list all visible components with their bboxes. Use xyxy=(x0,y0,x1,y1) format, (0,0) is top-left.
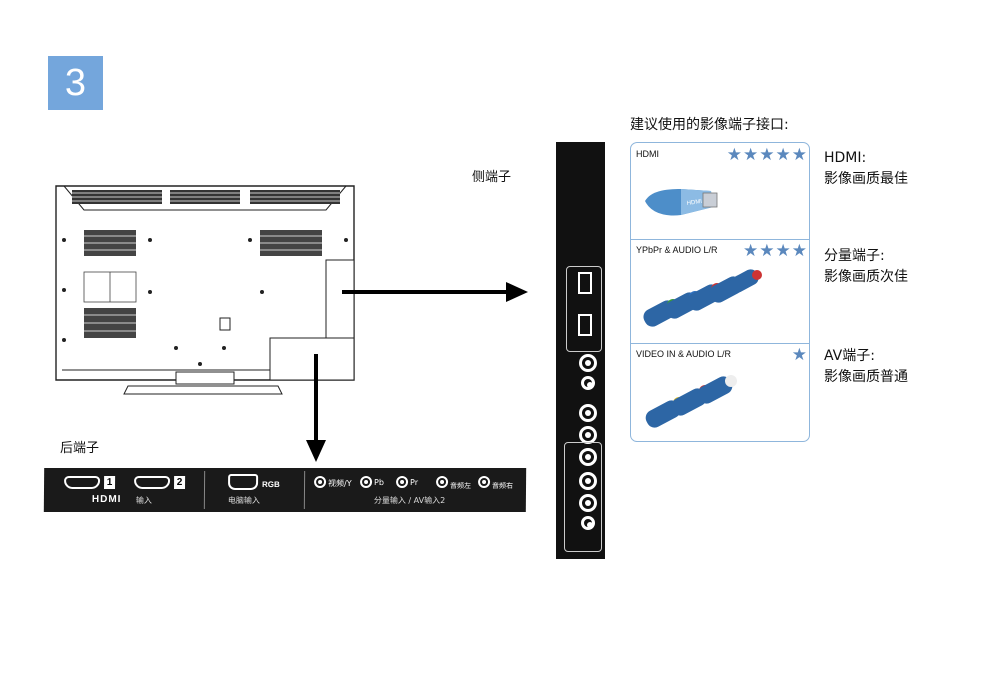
connector-name: VIDEO IN & AUDIO L/R xyxy=(636,349,732,359)
connector-name: HDMI xyxy=(636,149,659,159)
side-jack-headphone xyxy=(581,376,595,390)
hdmi-logo: HDMI xyxy=(91,494,122,505)
quality-component-title: 分量端子: xyxy=(824,248,885,264)
rgb-port xyxy=(228,474,259,490)
star-icon: ★ xyxy=(791,145,807,165)
hdmi-port-2-number: 2 xyxy=(174,476,186,489)
audio-left-label: 音频左 xyxy=(450,482,472,490)
star-icon: ★ xyxy=(775,145,791,165)
connector-row-ypbpr: YPbPr & AUDIO L/R ★ ★ ★ ★ xyxy=(631,239,809,344)
connector-row-hdmi: HDMI ★ ★ ★ ★ ★ HDMI xyxy=(631,143,809,240)
pb-label: Pb xyxy=(374,478,385,487)
star-icon: ★ xyxy=(775,241,791,261)
video-y-label: 视频/Y xyxy=(328,479,352,488)
pr-jack xyxy=(396,476,409,488)
tv-rear-illustration xyxy=(55,185,355,395)
star-icon: ★ xyxy=(759,241,775,261)
audio-right-label: 音频右 xyxy=(492,482,514,490)
rca-cable-composite-icon xyxy=(645,375,737,428)
rating-stars: ★ xyxy=(792,347,807,364)
arrow-to-side-ports xyxy=(342,282,528,302)
rca-cable-component-icon xyxy=(643,269,762,327)
star-icon: ★ xyxy=(759,145,775,165)
arrow-to-rear-ports xyxy=(306,354,326,462)
quality-av: AV端子: 影像画质普通 xyxy=(824,346,908,388)
component-av-input-label: 分量输入 / AV输入2 xyxy=(373,496,446,505)
side-jack-3 xyxy=(579,448,597,466)
rear-ports-label: 后端子 xyxy=(60,441,100,456)
divider xyxy=(203,471,206,509)
rating-stars: ★ ★ ★ ★ ★ xyxy=(727,147,807,164)
pc-input-label: 电脑输入 xyxy=(227,496,260,505)
quality-hdmi: HDMI: 影像画质最佳 xyxy=(824,148,908,190)
connector-rating-panel: HDMI ★ ★ ★ ★ ★ HDMI YPbPr & AUDIO L/R ★ … xyxy=(630,142,810,442)
rear-port-bar: 1 2 HDMI 输入 RGB 电脑输入 视频/Y Pb Pr 音频左 音频右 … xyxy=(43,468,527,512)
hdmi-input-label: 输入 xyxy=(135,496,152,505)
side-jack-video xyxy=(579,404,597,422)
side-jack-1 xyxy=(579,354,597,372)
video-y-jack xyxy=(314,476,327,488)
star-icon: ★ xyxy=(726,145,742,165)
side-port-panel xyxy=(556,142,605,559)
quality-component: 分量端子: 影像画质次佳 xyxy=(824,246,908,288)
av-section xyxy=(564,442,602,552)
divider xyxy=(303,471,306,509)
hdmi-cable-icon: HDMI xyxy=(645,189,718,216)
hdmi-port-1-number: 1 xyxy=(104,476,116,489)
connector-row-av: VIDEO IN & AUDIO L/R ★ xyxy=(631,343,809,441)
rgb-label: RGB xyxy=(262,480,280,489)
star-icon: ★ xyxy=(791,241,807,261)
recommended-ports-title: 建议使用的影像端子接口: xyxy=(630,117,789,133)
quality-av-desc: 影像画质普通 xyxy=(824,369,908,385)
audio-right-jack xyxy=(478,476,491,488)
quality-hdmi-title: HDMI: xyxy=(824,150,867,166)
side-jack-5 xyxy=(579,494,597,512)
connector-name: YPbPr & AUDIO L/R xyxy=(636,245,718,255)
usb-section xyxy=(566,266,602,352)
usb-port-2 xyxy=(578,314,592,336)
usb-port-1 xyxy=(578,272,592,294)
side-ports-label: 侧端子 xyxy=(472,170,512,185)
rating-stars: ★ ★ ★ ★ xyxy=(743,243,807,260)
side-jack-4 xyxy=(579,472,597,490)
audio-left-jack xyxy=(436,476,449,488)
star-icon: ★ xyxy=(743,145,759,165)
quality-hdmi-desc: 影像画质最佳 xyxy=(824,171,908,187)
pr-label: Pr xyxy=(410,478,419,487)
star-icon: ★ xyxy=(791,345,807,365)
star-icon: ★ xyxy=(743,241,759,261)
hdmi-port-1 xyxy=(64,476,101,489)
quality-component-desc: 影像画质次佳 xyxy=(824,269,908,285)
pb-jack xyxy=(360,476,373,488)
svg-text:HDMI: HDMI xyxy=(686,199,702,207)
quality-av-title: AV端子: xyxy=(824,348,875,364)
hdmi-port-2 xyxy=(134,476,171,489)
side-jack-6 xyxy=(581,516,595,530)
step-number-badge: 3 xyxy=(48,56,103,110)
